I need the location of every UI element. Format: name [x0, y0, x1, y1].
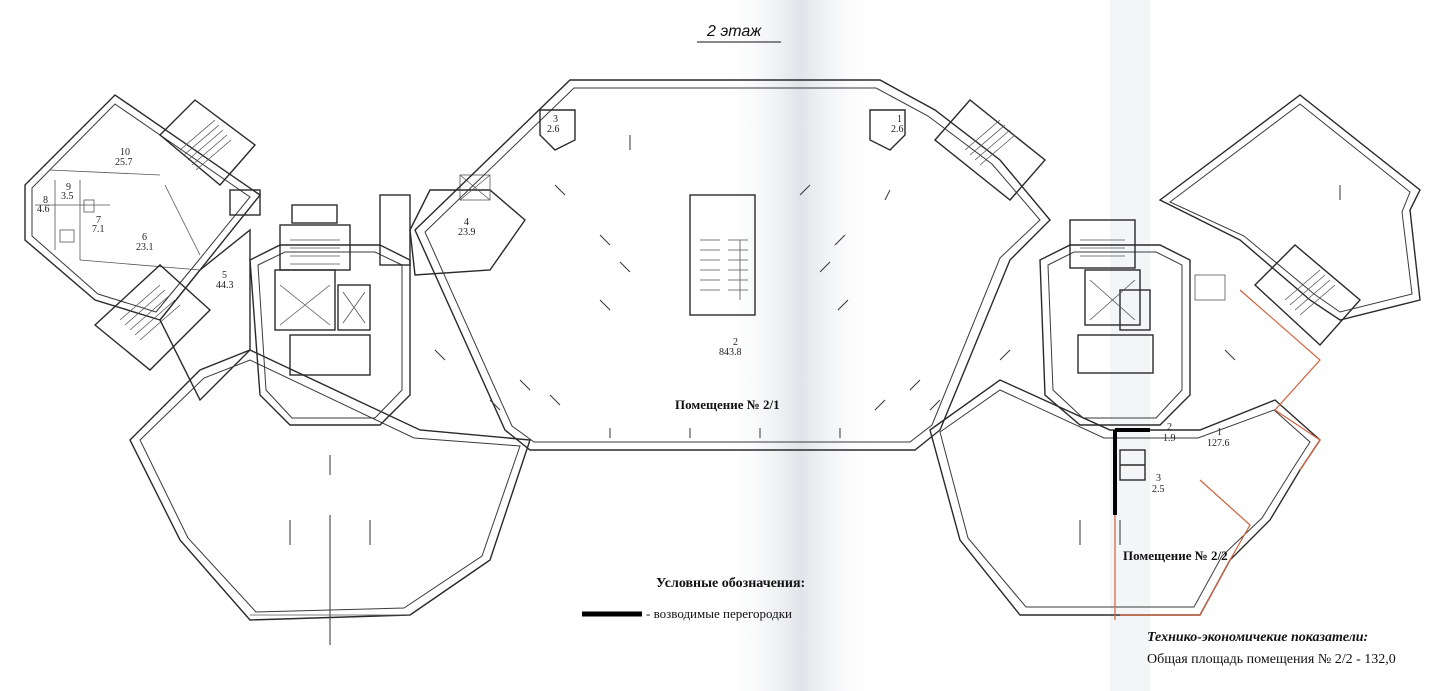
room-r1-number: 1: [1217, 427, 1222, 438]
central-hall: [414, 79, 1051, 451]
room-4-number: 4: [464, 217, 469, 228]
room-7-area: 7.1: [92, 224, 105, 235]
room-9-area: 3.5: [61, 191, 74, 202]
scan-shade-band-right: [1110, 0, 1150, 691]
scan-shade-band: [720, 0, 880, 691]
room-7-number: 7: [96, 215, 101, 226]
room-r3-area: 2.5: [1152, 484, 1165, 495]
room-1-number: 1: [897, 114, 902, 125]
room-r3-number: 3: [1156, 473, 1161, 484]
room-r1-area: 127.6: [1207, 438, 1230, 449]
room-5-number: 5: [222, 270, 227, 281]
room-labels-right: 1 127.6 2 1.9 3 2.5: [1152, 422, 1230, 495]
room-9-number: 9: [66, 182, 71, 193]
room-1-area: 2.6: [891, 124, 904, 135]
room-2-number: 2: [733, 337, 738, 348]
room-3-number: 3: [553, 114, 558, 125]
room-8-area: 4.6: [37, 204, 50, 215]
room-r2-number: 2: [1167, 422, 1172, 433]
premises-2-1-label: Помещение № 2/1: [675, 397, 780, 412]
room-6-area: 23.1: [136, 242, 154, 253]
room-labels-left: 10 25.7 9 3.5 8 4.6 7 7.1 6 23.1 5 44.3 …: [37, 114, 904, 358]
tech-total-area: Общая площадь помещения № 2/2 - 132,0: [1147, 652, 1396, 667]
room-10-area: 25.7: [115, 157, 133, 168]
legend-title: Условные обозначения:: [656, 576, 805, 591]
room-4-area: 23.9: [458, 227, 476, 238]
left-wing: [24, 94, 531, 645]
premises-2-2-label: Помещение № 2/2: [1123, 548, 1228, 563]
legend: Условные обозначения: - возводимые перег…: [582, 576, 805, 621]
room-10-number: 10: [120, 147, 130, 158]
right-wing: [929, 94, 1421, 620]
room-6-number: 6: [142, 232, 147, 243]
legend-item-new-partition: - возводимые перегородки: [646, 606, 792, 621]
room-r2-area: 1.9: [1163, 433, 1176, 444]
room-5-area: 44.3: [216, 280, 234, 291]
room-2-area: 843.8: [719, 347, 742, 358]
tech-indicators: Технико-экономичекие показатели: Общая п…: [1147, 630, 1396, 667]
tech-title: Технико-экономичекие показатели:: [1147, 630, 1368, 645]
room-8-number: 8: [43, 195, 48, 206]
room-3-area: 2.6: [547, 124, 560, 135]
floor-title: 2 этаж: [706, 23, 762, 40]
